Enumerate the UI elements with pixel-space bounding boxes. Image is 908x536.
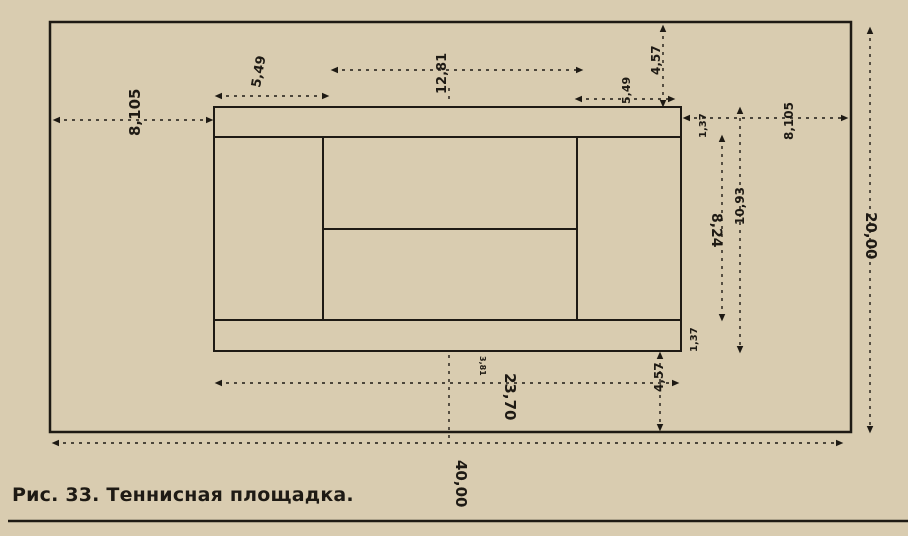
label-doubles-width: 10,93 bbox=[733, 187, 747, 225]
outer-boundary bbox=[48, 20, 853, 434]
label-center-mark: 3,81 bbox=[478, 356, 487, 376]
label-margin-side-left: 8,105 bbox=[126, 89, 144, 136]
label-margin-end-bottom: 4,57 bbox=[652, 362, 666, 392]
label-center-service: 12,81 bbox=[435, 53, 450, 94]
court-outline bbox=[213, 106, 682, 352]
label-margin-end-top: 4,57 bbox=[649, 45, 663, 75]
dimension-lines bbox=[51, 24, 874, 447]
label-service-right: 5,49 bbox=[620, 77, 633, 104]
court bbox=[213, 106, 682, 352]
figure-caption: Рис. 33. Теннисная площадка. bbox=[12, 484, 354, 506]
label-singles-width: 8,24 bbox=[708, 213, 724, 248]
label-alley-bottom: 1,37 bbox=[689, 327, 700, 352]
label-service-left: 5,49 bbox=[249, 54, 269, 88]
label-total-width: 20,00 bbox=[862, 212, 880, 259]
label-margin-side-right: 8,105 bbox=[782, 102, 796, 140]
label-court-length: 23,70 bbox=[501, 373, 519, 420]
label-alley-top: 1,37 bbox=[698, 113, 709, 138]
label-total-length: 40,00 bbox=[452, 460, 470, 507]
